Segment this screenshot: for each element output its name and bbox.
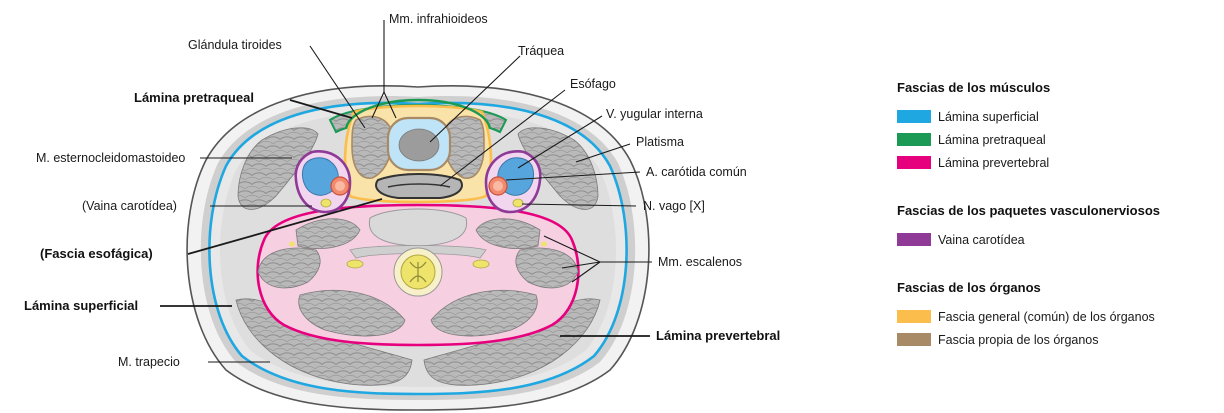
legend-title-musculos: Fascias de los músculos: [897, 80, 1050, 95]
legend-label-fascia-propia: Fascia propia de los órganos: [938, 333, 1099, 347]
label-m-trapecio: M. trapecio: [118, 355, 180, 369]
label-traquea: Tráquea: [518, 44, 564, 58]
label-glandula-tiroides: Glándula tiroides: [188, 38, 282, 52]
legend-swatch-fascia-propia: [897, 333, 931, 346]
label-platisma: Platisma: [636, 135, 684, 149]
legend-swatch-lamina-prevertebral: [897, 156, 931, 169]
vertebral-body: [369, 209, 466, 246]
legend-label-vaina-carotidea: Vaina carotídea: [938, 233, 1025, 247]
label-mm-escalenos: Mm. escalenos: [658, 255, 742, 269]
legend-swatch-lamina-pretraqueal: [897, 133, 931, 146]
legend-swatch-vaina-carotidea: [897, 233, 931, 246]
label-fascia-esofagica: (Fascia esofágica): [40, 246, 153, 261]
label-lamina-superficial: Lámina superficial: [24, 298, 138, 313]
label-n-vago: N. vago [X]: [643, 199, 705, 213]
label-v-yugular-interna: V. yugular interna: [606, 107, 703, 121]
legend: Fascias de los músculos Lámina superfici…: [897, 80, 1160, 347]
label-vaina-carotidea: (Vaina carotídea): [82, 199, 177, 213]
neck-anatomy: [187, 86, 649, 410]
label-m-esternocleidomastoideo: M. esternocleidomastoideo: [36, 151, 185, 165]
legend-label-lamina-superficial: Lámina superficial: [938, 110, 1039, 124]
vagus-nerve: [513, 199, 523, 207]
legend-label-lamina-prevertebral: Lámina prevertebral: [938, 156, 1049, 170]
legend-swatch-fascia-general: [897, 310, 931, 323]
label-mm-infrahioideos: Mm. infrahioideos: [389, 12, 488, 26]
label-lamina-pretraqueal: Lámina pretraqueal: [134, 90, 254, 105]
legend-label-fascia-general: Fascia general (común) de los órganos: [938, 310, 1155, 324]
label-esofago: Esófago: [570, 77, 616, 91]
legend-title-paquetes: Fascias de los paquetes vasculonerviosos: [897, 203, 1160, 218]
legend-label-lamina-pretraqueal: Lámina pretraqueal: [938, 133, 1046, 147]
label-a-carotida-comun: A. carótida común: [646, 165, 747, 179]
legend-title-organos: Fascias de los órganos: [897, 280, 1041, 295]
label-lamina-prevertebral: Lámina prevertebral: [656, 328, 780, 343]
legend-swatch-lamina-superficial: [897, 110, 931, 123]
